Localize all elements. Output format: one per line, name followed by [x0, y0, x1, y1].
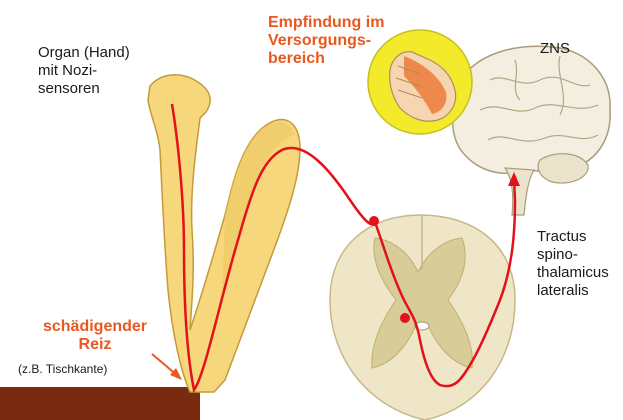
reiz-example-label: (z.B. Tischkante) [18, 360, 107, 378]
tractus-label: Tractus spino- thalamicus lateralis [537, 228, 609, 300]
spinal-cord-cross-section [330, 215, 515, 420]
organ-label: Organ (Hand) mit Nozi- sensoren [38, 44, 130, 98]
synapse-dot-dorsal [369, 216, 379, 226]
table-edge [0, 387, 200, 420]
reiz-title-label: schädigender Reiz [26, 318, 164, 354]
brain-illustration [453, 46, 611, 215]
synapse-dot-grey-matter [400, 313, 410, 323]
zns-label: ZNS [540, 40, 570, 58]
empfindung-label: Empfindung im Versorgungs- bereich [268, 14, 384, 68]
arm-illustration [148, 75, 300, 392]
